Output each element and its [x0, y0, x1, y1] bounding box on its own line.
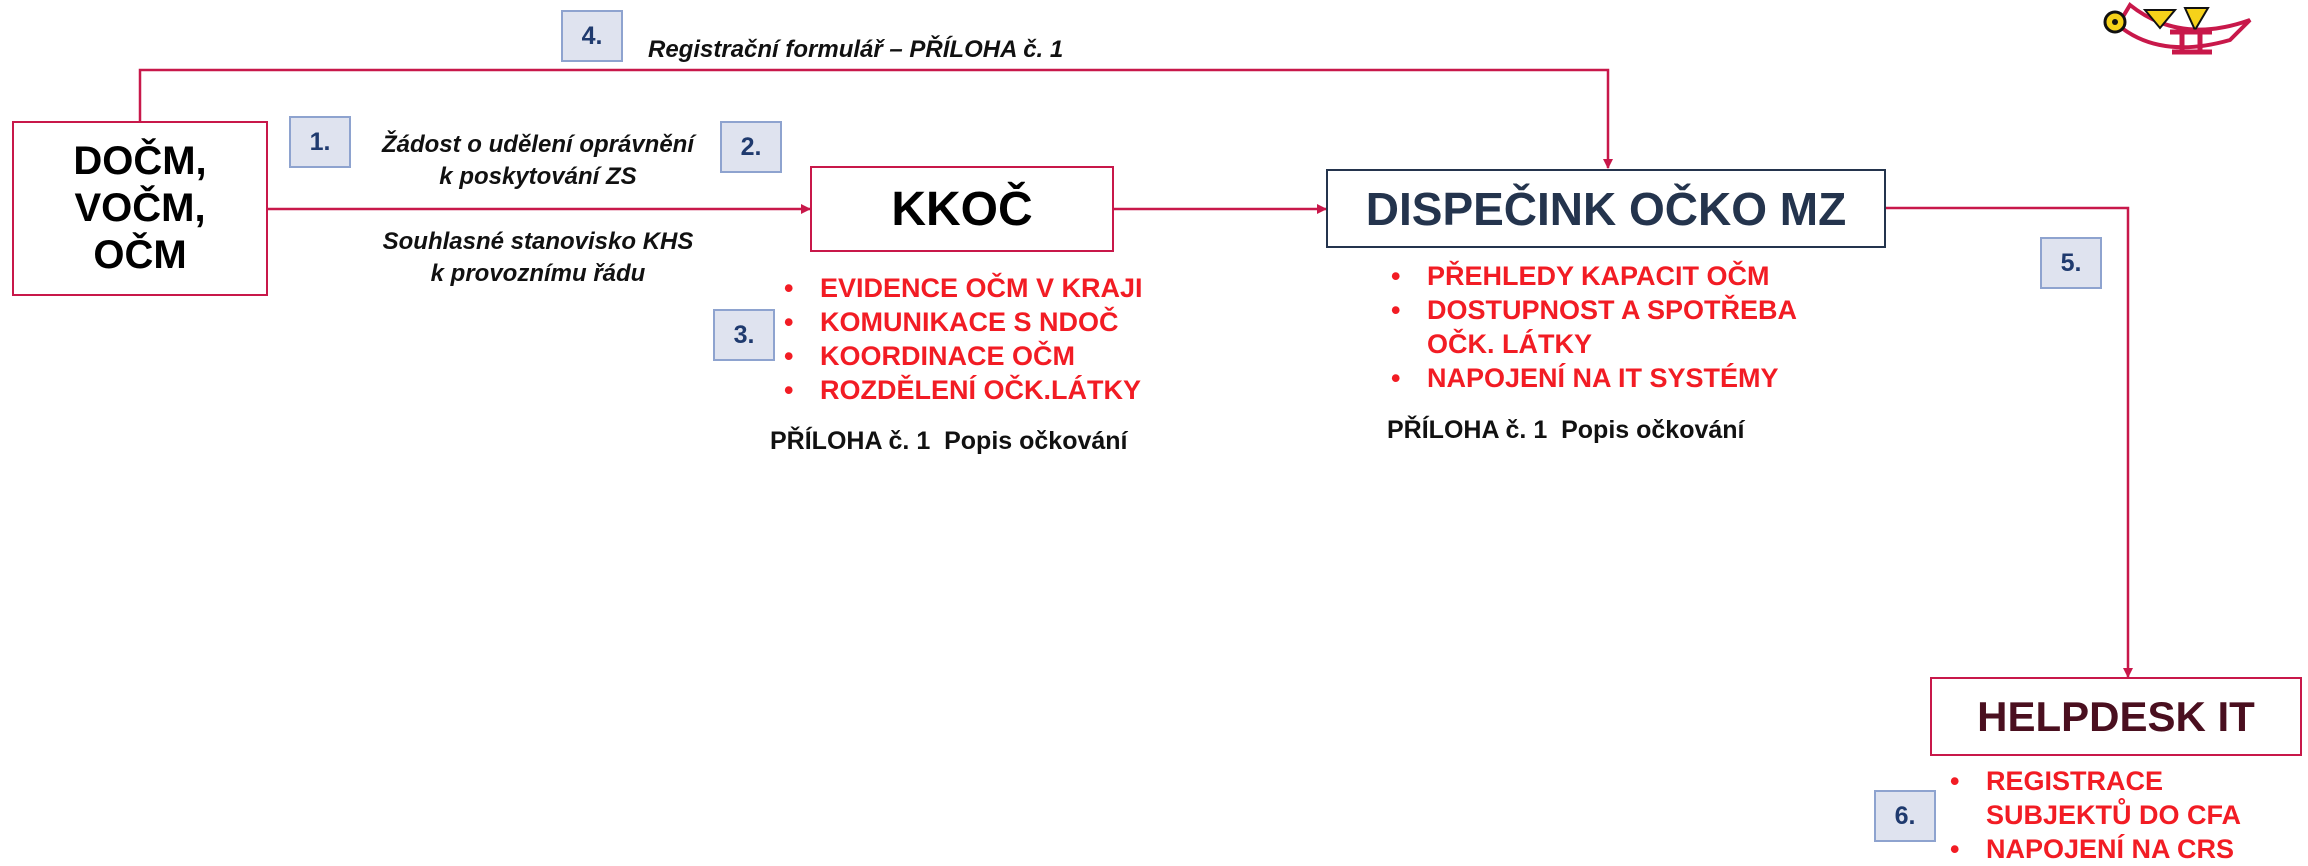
node-kkoc-label: KKOČ	[891, 182, 1033, 236]
node-docm-line-2: VOČM,	[74, 186, 206, 230]
dispecink-task-item: DOSTUPNOST A SPOTŘEBA OČK. LÁTKY	[1391, 293, 1797, 361]
node-docm-line-1: DOČM,	[73, 139, 207, 183]
step-badge-6: 6.	[1874, 790, 1936, 842]
helpdesk-task-item: REGISTRACE SUBJEKTŮ DO CFA	[1950, 764, 2241, 832]
dispecink-attachment-note: PŘÍLOHA č. 1 Popis očkování	[1387, 416, 1745, 444]
dispecink-task-item: NAPOJENÍ NA IT SYSTÉMY	[1391, 361, 1797, 395]
node-docm: DOČM, VOČM, OČM	[12, 121, 268, 296]
edge-dispecink-helpdesk	[1886, 206, 2133, 678]
edge-label-registration: Registrační formulář – PŘÍLOHA č. 1	[648, 36, 1064, 63]
node-helpdesk-label: HELPDESK IT	[1977, 692, 2255, 740]
kkoc-task-item: EVIDENCE OČM V KRAJI	[784, 271, 1143, 305]
node-dispecink-label: DISPEČINK OČKO MZ	[1365, 182, 1847, 235]
step-badge-5: 5.	[2040, 237, 2102, 289]
emblem-logo	[2103, 2, 2252, 55]
edge-label-request: Žádost o udělení oprávnění k poskytování…	[357, 129, 719, 193]
edge-label-khs: Souhlasné stanovisko KHS k provoznímu řá…	[357, 226, 719, 290]
edge-docm-dispecink	[138, 68, 1613, 169]
dispecink-task-item: PŘEHLEDY KAPACIT OČM	[1391, 259, 1797, 293]
step-badge-1: 1.	[289, 116, 351, 168]
edge-label-khs-line-2: k provoznímu řádu	[430, 260, 646, 287]
node-helpdesk: HELPDESK IT	[1930, 677, 2302, 756]
helpdesk-task-list: REGISTRACE SUBJEKTŮ DO CFA NAPOJENÍ NA C…	[1950, 764, 2241, 866]
kkoc-task-item: ROZDĚLENÍ OČK.LÁTKY	[784, 373, 1143, 407]
kkoc-task-item: KOMUNIKACE S NDOČ	[784, 305, 1143, 339]
edge-label-khs-line-1: Souhlasné stanovisko KHS	[382, 228, 694, 255]
step-badge-4: 4.	[561, 10, 623, 62]
node-docm-line-3: OČM	[93, 233, 187, 277]
edge-label-request-line-2: k poskytování ZS	[439, 163, 637, 190]
node-dispecink: DISPEČINK OČKO MZ	[1326, 169, 1886, 248]
kkoc-attachment-note: PŘÍLOHA č. 1 Popis očkování	[770, 427, 1128, 455]
step-badge-3: 3.	[713, 309, 775, 361]
dispecink-task-list: PŘEHLEDY KAPACIT OČM DOSTUPNOST A SPOTŘE…	[1391, 259, 1797, 395]
edge-label-request-line-1: Žádost o udělení oprávnění	[381, 131, 695, 158]
node-kkoc: KKOČ	[810, 166, 1114, 252]
step-badge-2: 2.	[720, 121, 782, 173]
helpdesk-task-item: NAPOJENÍ NA CRS	[1950, 832, 2241, 866]
kkoc-task-list: EVIDENCE OČM V KRAJI KOMUNIKACE S NDOČ K…	[784, 271, 1143, 407]
kkoc-task-item: KOORDINACE OČM	[784, 339, 1143, 373]
